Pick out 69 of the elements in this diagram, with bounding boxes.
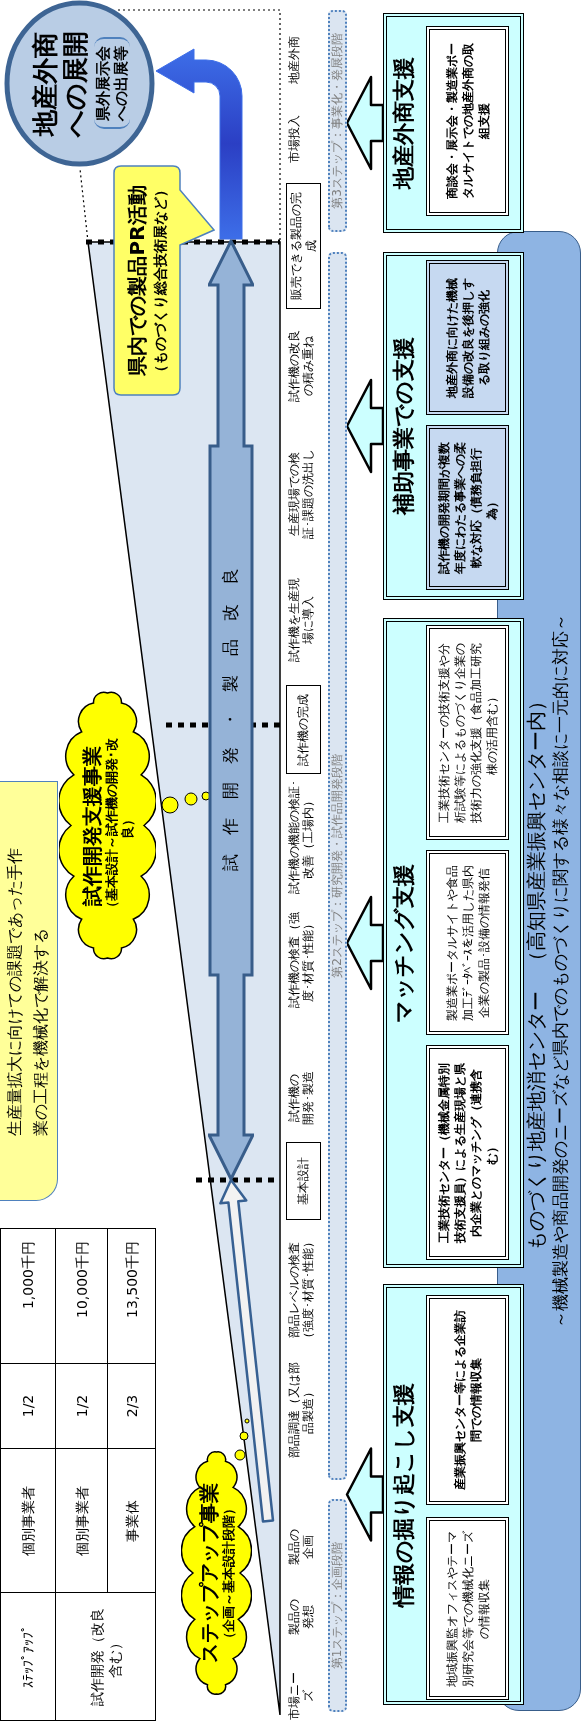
milestone-box <box>286 1142 321 1220</box>
milestone-box <box>286 183 321 309</box>
milestone-text: 基本設計 <box>296 1156 311 1207</box>
step-label: 市場ニーズ <box>287 1671 315 1721</box>
support-text: 地域振興監オフィスやテーマ別研究会等での機械化ニーズの情報収集 <box>443 1529 492 1688</box>
block-arrow <box>219 1178 275 1523</box>
step-label: 試作機の検査（強度･材質･性能） <box>287 911 315 1010</box>
curved-arrow <box>155 48 243 240</box>
support-panel <box>383 618 524 1268</box>
cloud-subtitle: （企画～基本設計段階） <box>220 1501 237 1645</box>
arrow-text: 試作開発・製品改良 <box>219 549 242 871</box>
callout-title: 県内での製品PR活動 <box>124 185 150 376</box>
cloud-title: ステップアップ事業 <box>196 1483 221 1663</box>
center-subtitle: ～機械製造や商品開発のニーズなど県内でのものづくりに関する様々な相談に一元的に対応～ <box>549 614 571 1328</box>
support-box <box>426 425 509 590</box>
support-heading: 地産外商支援 <box>390 56 417 192</box>
step-label: 生産現場での検証･課題の洗出し <box>287 448 315 541</box>
center-title: ものづくり地産地消センター （高知県産業振興センター内） <box>524 691 549 1251</box>
step-label: 製品の企画 <box>287 1528 315 1567</box>
note-box <box>0 781 58 1201</box>
milestone-box <box>286 685 321 774</box>
support-text: 産業振興センター等による企業訪問での情報収集 <box>451 1309 484 1492</box>
stage-label: 第2ステップ：研究開発・試作品開発段階 <box>330 754 345 978</box>
support-panel <box>383 1284 524 1705</box>
support-heading: 情報の掘り起こし支援 <box>390 1381 417 1610</box>
support-panel <box>383 13 524 233</box>
milestone-text: 試作機の完成 <box>296 692 311 768</box>
support-box <box>426 261 509 415</box>
step-label: 地産外商 <box>287 36 301 84</box>
step-label: 部品レベルの検査（強度･材質･性能） <box>287 1235 315 1346</box>
milestone-text: 販売できる製品の完成 <box>288 191 319 302</box>
cloud-title: 試作開発支援事業 <box>79 745 104 906</box>
stage-label: 第3ステップ：事業化・発展段階 <box>330 33 345 209</box>
node-title: 地産外商への展開 <box>29 29 90 139</box>
callout-text: （ものづくり総合技術展など） <box>151 182 169 379</box>
support-text: 製造業ポータルサイトや食品加工ﾃﾞｰﾀﾍﾞｰｽを活用した県内企業の製品･設備の情報発信 <box>443 863 492 1023</box>
table-cell: ｽﾃｯﾌﾟｱｯﾌﾟ <box>0 1592 56 1721</box>
step-label: 試作機の機能の検証･改善（工場内） <box>287 779 315 895</box>
support-text: 試作機の開発期間が複数年度にわたる事業への柔軟な対応（債務負担行為） <box>435 440 500 576</box>
block-arrow <box>345 895 385 991</box>
stage-band <box>328 10 347 232</box>
step-label: 製品の発想 <box>287 1598 315 1637</box>
stage-band <box>328 1499 347 1712</box>
support-heading: 補助事業での支援 <box>390 336 417 518</box>
support-box <box>426 850 509 1035</box>
step-label: 試作機の改良の積み重ね <box>287 329 315 404</box>
stage-label: 第1ステップ：企画段階 <box>330 1541 345 1670</box>
block-arrow <box>345 378 385 474</box>
support-heading: マッチング支援 <box>390 862 417 1025</box>
step-label: 部品調達（又は部品製造） <box>287 1361 315 1460</box>
support-text: 工業技術センターの技術支援や分析試験等によるものづくり企業の技術力の強化支援（食品加工研究棟の活用含む） <box>435 641 500 825</box>
support-box <box>426 1295 509 1505</box>
table-cell: 13,500千円 <box>107 1228 156 1364</box>
support-text: 工業技術センター（機械金属特別技術支援員）による生産現場と県内企業とのマッチング（連携含む） <box>435 1061 500 1246</box>
step-label: 試作機の開発･製造 <box>287 1070 315 1127</box>
stage-band <box>328 252 347 1480</box>
step-label: 試作機を生産現場に導入 <box>287 577 315 664</box>
block-arrow <box>345 1447 385 1542</box>
support-text: 商談会・展示会・製造業ポータルサイトでの地産外商の取組支援 <box>443 42 492 201</box>
support-text: 地産外商に向けた機械設備の改良を後押しする取り組みの強化 <box>443 276 492 401</box>
block-arrow <box>345 75 385 171</box>
step-label: 市場投入 <box>287 115 301 163</box>
cloud-subtitle: （基本設計～試作機の開発･改良） <box>103 736 136 916</box>
note-text: 生産量拡大に向けての課題であった手作業の工程を機械化で解決する <box>4 847 51 1136</box>
support-box <box>426 26 509 216</box>
node-subtitle: 県外展示会への出展等 <box>93 37 130 130</box>
support-panel <box>383 252 524 600</box>
table-cell: 1,000千円 <box>0 1228 56 1364</box>
table-cell: 試作開発（改良含む） <box>55 1592 156 1721</box>
